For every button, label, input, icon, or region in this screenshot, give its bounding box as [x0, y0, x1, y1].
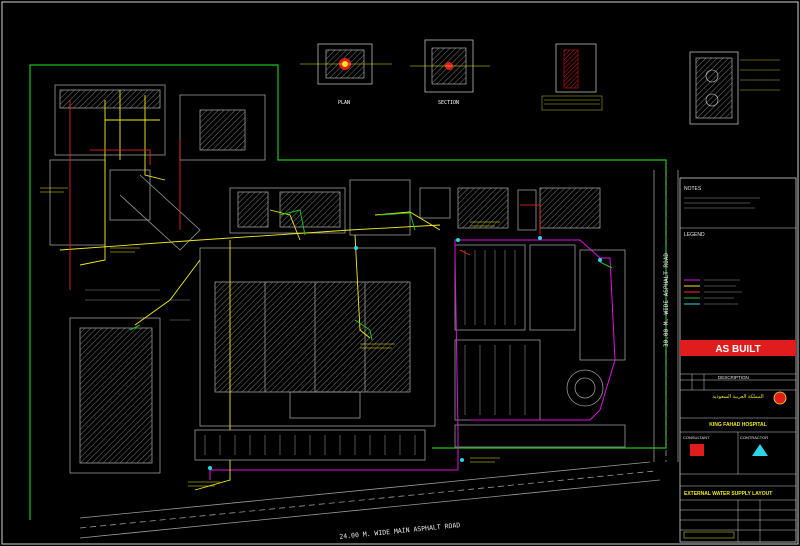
valve-markers [208, 236, 602, 470]
section-label: SECTION [438, 100, 459, 106]
connection-lines-green [129, 209, 613, 341]
detail-drawings: PLAN SECTION [300, 39, 780, 125]
plan-label: PLAN [338, 100, 350, 106]
contractor-label: CONTRACTOR [740, 435, 768, 440]
road-right-label: 30.00 M. WIDE ASPHALT ROAD [663, 253, 670, 347]
legend-heading: LEGEND [684, 232, 705, 238]
road-bottom-label: 24.00 M. WIDE MAIN ASPHALT ROAD [339, 521, 461, 541]
road-right [653, 170, 679, 462]
consultant-logo-icon [690, 444, 704, 456]
supply-lines-yellow [59, 90, 441, 491]
contractor-logo-icon [752, 444, 768, 456]
title-block: NOTES LEGEND AS BUILT DESCRIPTION المملك… [679, 177, 797, 543]
as-built-label: AS BUILT [715, 344, 760, 355]
ministry-logo-icon [773, 391, 787, 405]
fire-lines-red [69, 100, 541, 290]
building-layout [49, 84, 626, 474]
client-arabic: المملكة العربية السعودية [712, 394, 763, 400]
drawing-title: EXTERNAL WATER SUPPLY LAYOUT [684, 491, 772, 497]
main-road-bottom [79, 461, 661, 539]
consultant-label: CONSULTANT [683, 435, 710, 440]
project-name: KING FAHAD HOSPITAL [709, 422, 766, 428]
notes-heading: NOTES [684, 186, 702, 192]
water-main-magenta-bottom [209, 469, 458, 480]
site-boundary [29, 64, 667, 520]
parking-stalls [85, 250, 526, 455]
water-main-magenta [454, 239, 616, 470]
description-heading: DESCRIPTION [718, 375, 749, 380]
as-built-stamp [680, 340, 796, 356]
annotations [40, 187, 500, 487]
